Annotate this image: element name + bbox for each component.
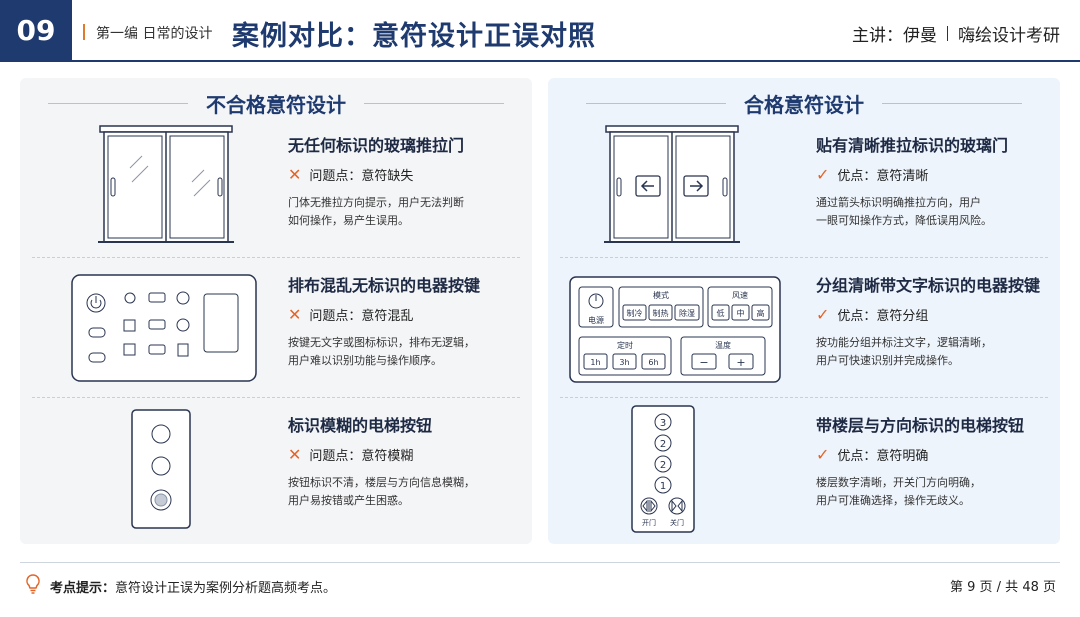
case-status: ✕ 问题点：意符混乱: [288, 305, 414, 324]
org-label: 嗨绘设计考研: [958, 26, 1060, 46]
messy-buttons-illustration: [20, 258, 282, 398]
cross-icon: ✕: [288, 445, 302, 464]
fan-label: 风速: [732, 291, 748, 300]
mode-option: 制热: [653, 308, 669, 318]
footer-divider: [20, 562, 1060, 563]
case-title: 贴有清晰推拉标识的玻璃门: [816, 136, 1009, 155]
blurry-elevator-illustration: [20, 398, 282, 538]
open-door-label: 开门: [642, 518, 656, 527]
panel-title: 合格意符设计: [744, 92, 864, 117]
case-row: 无任何标识的玻璃推拉门 ✕ 问题点：意符缺失 门体无推拉方向提示，用户无法判断 …: [20, 118, 532, 258]
tip-label: 考点提示：: [50, 580, 116, 596]
case-description: 按钮标识不清，楼层与方向信息模糊， 用户易按错或产生困惑。: [288, 476, 475, 507]
timer-option: 6h: [648, 358, 658, 367]
close-door-label: 关门: [670, 518, 684, 527]
case-row: 标识模糊的电梯按钮 ✕ 问题点：意符模糊 按钮标识不清，楼层与方向信息模糊， 用…: [20, 398, 532, 538]
section-label: 第一编 日常的设计: [96, 26, 213, 42]
case-title: 带楼层与方向标识的电梯按钮: [816, 416, 1025, 435]
timer-option: 1h: [590, 358, 600, 367]
timer-label: 定时: [617, 340, 633, 350]
temp-option: +: [736, 356, 745, 369]
case-row: 排布混乱无标识的电器按键 ✕ 问题点：意符混乱 按键无文字或图标标识，排布无逻辑…: [20, 258, 532, 398]
fan-option: 中: [737, 308, 745, 318]
floor-label: 3: [660, 418, 666, 429]
bad-design-panel: 不合格意符设计 无任何标识的玻璃推拉门 ✕: [20, 78, 532, 544]
glass-door-illustration: [20, 118, 282, 258]
case-status: ✕ 问题点：意符缺失: [288, 165, 414, 184]
panel-title: 不合格意符设计: [206, 92, 346, 117]
case-description: 楼层数字清晰，开关门方向明确， 用户可准确选择，操作无歧义。: [816, 476, 981, 507]
check-icon: ✓: [816, 445, 830, 464]
case-title: 标识模糊的电梯按钮: [288, 416, 433, 435]
divider: [947, 26, 948, 41]
arrow-door-illustration: [548, 118, 810, 258]
case-title: 无任何标识的玻璃推拉门: [288, 136, 465, 155]
check-icon: ✓: [816, 305, 830, 324]
cross-icon: ✕: [288, 165, 302, 184]
page-indicator: 第 9 页 / 共 48 页: [950, 580, 1056, 595]
floor-label: 2: [660, 460, 666, 471]
power-label: 电源: [588, 315, 604, 325]
tip-text: 意符设计正误为案例分析题高频考点。: [115, 580, 337, 596]
page-number-badge: 09: [0, 0, 72, 60]
case-description: 门体无推拉方向提示，用户无法判断 如何操作，易产生误用。: [288, 196, 464, 227]
case-description: 通过箭头标识明确推拉方向，用户 一眼可知操作方式，降低误用风险。: [816, 196, 992, 227]
case-title: 排布混乱无标识的电器按键: [288, 276, 481, 295]
floor-label: 2: [660, 439, 666, 450]
case-row: 电源 模式 制冷 制热 除湿 风速 低 中 高: [548, 258, 1060, 398]
timer-option: 3h: [619, 358, 629, 367]
panel-header: 合格意符设计: [548, 90, 1060, 117]
case-status: ✓ 优点：意符清晰: [816, 165, 929, 184]
lightbulb-icon: [24, 573, 42, 599]
temp-label: 温度: [715, 340, 731, 350]
accent-bar: [83, 24, 85, 40]
fan-option: 低: [717, 308, 725, 318]
case-row: 3 2 2 1 开门 关门 带楼层与方向标识的电梯按钮 ✓ 优点：意符明确: [548, 398, 1060, 538]
check-icon: ✓: [816, 165, 830, 184]
temp-option: −: [699, 356, 708, 369]
page-title: 案例对比：意符设计正误对照: [232, 21, 596, 52]
labelled-elevator-illustration: 3 2 2 1 开门 关门: [548, 398, 810, 538]
grouped-buttons-illustration: 电源 模式 制冷 制热 除湿 风速 低 中 高: [548, 258, 810, 398]
case-status: ✓ 优点：意符明确: [816, 445, 929, 464]
mode-option: 除湿: [679, 308, 695, 318]
fan-option: 高: [757, 308, 765, 318]
case-title: 分组清晰带文字标识的电器按键: [816, 276, 1041, 295]
mode-label: 模式: [653, 290, 669, 300]
speaker-label: 主讲：伊曼: [852, 26, 937, 46]
header-meta: 主讲：伊曼 嗨绘设计考研: [852, 21, 1060, 46]
good-design-panel: 合格意符设计 贴有清晰推拉标识的玻璃门 ✓: [548, 78, 1060, 544]
header: 09 第一编 日常的设计 案例对比：意符设计正误对照 主讲：伊曼 嗨绘设计考研: [0, 0, 1080, 62]
case-row: 贴有清晰推拉标识的玻璃门 ✓ 优点：意符清晰 通过箭头标识明确推拉方向，用户 一…: [548, 118, 1060, 258]
exam-tip: 考点提示：意符设计正误为案例分析题高频考点。: [24, 573, 336, 599]
cross-icon: ✕: [288, 305, 302, 324]
case-status: ✕ 问题点：意符模糊: [288, 445, 414, 464]
mode-option: 制冷: [627, 308, 643, 318]
floor-label: 1: [660, 481, 666, 492]
panel-header: 不合格意符设计: [20, 90, 532, 117]
case-description: 按键无文字或图标标识，排布无逻辑， 用户难以识别功能与操作顺序。: [288, 336, 475, 367]
case-description: 按功能分组并标注文字，逻辑清晰， 用户可快速识别并完成操作。: [816, 336, 992, 367]
case-status: ✓ 优点：意符分组: [816, 305, 929, 324]
